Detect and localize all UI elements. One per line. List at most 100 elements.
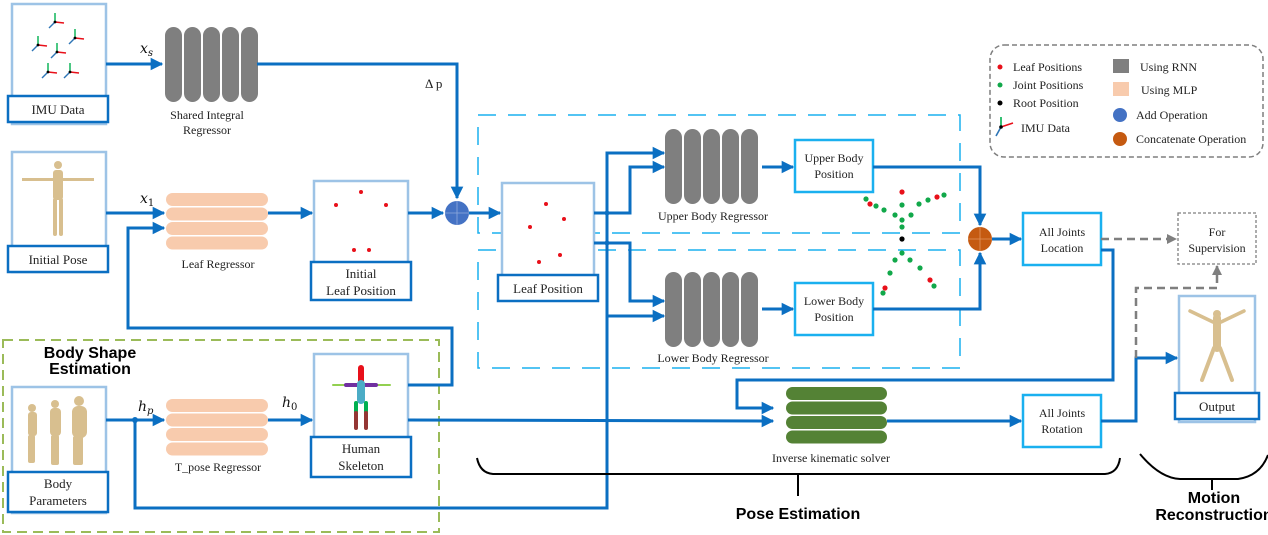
imu-data-label: IMU Data [31, 102, 84, 117]
body-shapes-icon [28, 396, 87, 465]
joint-dot [917, 265, 923, 271]
output-node: Output [1173, 294, 1261, 424]
legend-concatenate-operation: Concatenate Operation [1136, 132, 1246, 146]
upper-body-regressor [665, 129, 758, 204]
arrow-skeleton-to-ik [407, 414, 775, 428]
star-pose-body-icon [1188, 309, 1246, 382]
legend-leaf-positions: Leaf Positions [1013, 60, 1082, 74]
human-skeleton-label-1: Human [342, 441, 381, 456]
joint-dot [907, 257, 913, 263]
joint-dot [881, 207, 887, 213]
leaf-dot [899, 189, 905, 195]
imu-axes-icon [995, 117, 1014, 137]
joint-dot [925, 197, 931, 203]
imu-data-node: IMU Data [6, 2, 110, 126]
rnn-cell [665, 272, 682, 347]
lower-body-position-label-2: Position [814, 310, 853, 324]
mlp-layer [166, 207, 268, 221]
junction-dot [604, 210, 610, 216]
imu-axes-icon [50, 43, 67, 59]
red-dot-icon [997, 64, 1003, 70]
arrow-lower-to-concat [873, 251, 987, 311]
rnn-cell [741, 272, 758, 347]
upper-body-position-label-1: Upper Body [805, 151, 864, 165]
arrow-rotation-to-output [1101, 351, 1179, 423]
rnn-cell [222, 27, 239, 102]
legend-root-position: Root Position [1013, 96, 1079, 110]
rnn-cell [241, 27, 258, 102]
for-supervision-label-1: For [1209, 225, 1226, 239]
rnn-cell [184, 27, 201, 102]
all-joints-location-label-1: All Joints [1039, 225, 1086, 239]
skeleton-icon [332, 365, 391, 430]
human-skeleton-node: Human Skeleton [309, 352, 413, 479]
output-label: Output [1199, 399, 1236, 414]
joint-dot [873, 203, 879, 209]
all-joints-rotation-label-1: All Joints [1039, 406, 1086, 420]
symbol-x1: x1 [140, 191, 154, 209]
rnn-cell [165, 27, 182, 102]
joint-dot [908, 212, 914, 218]
all-joints-rotation-node: All Joints Rotation [1021, 393, 1103, 449]
rnn-cell [203, 27, 220, 102]
arrow-output-to-supervision [1134, 265, 1222, 358]
for-supervision-label-2: Supervision [1188, 241, 1245, 255]
initial-pose-label: Initial Pose [29, 252, 88, 267]
arrow-leaf-to-lower-1 [594, 241, 666, 308]
mlp-layer [166, 413, 268, 427]
motion-reconstruction-title-1: Motion [1188, 490, 1240, 507]
legend-using-mlp: Using MLP [1141, 83, 1198, 97]
junction-dot [604, 240, 610, 246]
body-parameters-label-1: Body [44, 476, 73, 491]
arrow-upper-to-concat [873, 165, 987, 227]
joint-dot [899, 224, 905, 230]
black-dot-icon [997, 100, 1003, 106]
mlp-layer [786, 416, 887, 429]
symbol-hp: hp [138, 399, 154, 417]
leaf-dot [934, 194, 940, 200]
joint-dot [899, 202, 905, 208]
human-skeleton-label-2: Skeleton [338, 458, 384, 473]
mlp-layer [166, 399, 268, 412]
joint-dot [899, 217, 905, 223]
concatenate-operation [968, 227, 992, 251]
joint-dot [916, 201, 922, 207]
legend-add-operation: Add Operation [1136, 108, 1208, 122]
upper-body-group [477, 114, 961, 234]
leaf-position-label: Leaf Position [513, 281, 583, 296]
upper-body-regressor-label: Upper Body Regressor [658, 209, 768, 223]
legend-joint-positions: Joint Positions [1013, 78, 1084, 92]
lower-body-regressor-label: Lower Body Regressor [657, 351, 768, 365]
inverse-kinematic-solver [786, 387, 887, 444]
initial-leaf-label-2: Leaf Position [326, 283, 396, 298]
rnn-cell [703, 272, 720, 347]
arrow-main-to-upper-2 [605, 146, 666, 498]
symbol-h0: h0 [282, 395, 297, 413]
symbol-xs: xs [140, 41, 153, 59]
body-shape-title-1: Body Shape [44, 345, 137, 362]
lower-body-regressor [665, 272, 758, 347]
lower-body-position-node: Lower Body Position [793, 281, 875, 337]
all-joints-rotation-label-2: Rotation [1041, 422, 1082, 436]
legend-imu-data: IMU Data [1021, 121, 1071, 135]
arrow-skeleton-feedback [126, 221, 454, 387]
mlp-layer [786, 387, 887, 400]
for-supervision-node: For Supervision [1177, 212, 1257, 265]
blue-circle-icon [1113, 108, 1127, 122]
body-shape-title-2: Estimation [49, 361, 131, 378]
mlp-layer [786, 401, 887, 415]
leaf-regressor [166, 193, 268, 250]
imu-axes-icon [68, 29, 85, 45]
symbol-delta-p: Δ p [425, 76, 442, 91]
upper-body-position-node: Upper Body Position [793, 138, 875, 194]
shared-regressor-label-2: Regressor [183, 123, 231, 137]
all-joints-location-node: All Joints Location [1021, 211, 1103, 267]
joint-dot [899, 250, 905, 256]
rnn-cell [722, 129, 739, 204]
lower-body-position-label-1: Lower Body [804, 294, 864, 308]
junction-dot [132, 417, 138, 423]
t-pose-regressor [166, 399, 268, 456]
ik-solver-label: Inverse kinematic solver [772, 451, 890, 465]
peach-square-icon [1113, 82, 1129, 96]
rnn-cell [684, 272, 701, 347]
